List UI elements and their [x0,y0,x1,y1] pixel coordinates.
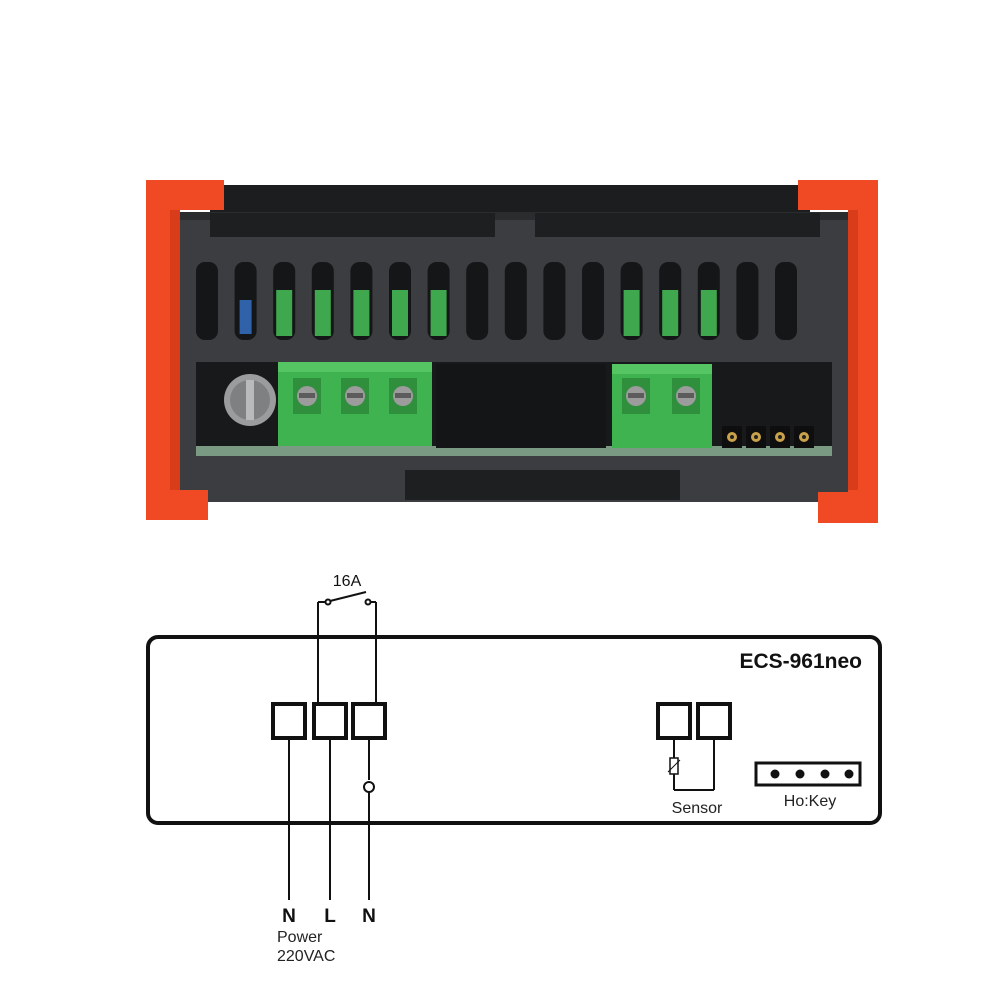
vent-slot-green [623,290,640,336]
header-pin-hole [802,435,806,439]
vent-slot-green [700,290,717,336]
vent-slot [582,262,604,340]
terminal-label-l: L [324,906,336,927]
thermistor-symbol [667,738,715,791]
vent-slot-green [392,290,408,336]
vent-slot [196,262,218,340]
vent-slots [196,262,797,340]
mount-clip-left [146,180,224,520]
sensor-terminal-1 [656,702,692,740]
sensor-terminal-2 [696,702,732,740]
mount-clip-right [798,180,878,523]
header-pin-hole [730,435,734,439]
controller-rear-photo [146,180,878,523]
terminal-screw-slot [678,393,694,398]
sensor-label: Sensor [672,800,723,817]
relay-rating-label: 16A [333,573,362,590]
header-pins [722,426,814,448]
wiring-diagram [146,591,882,900]
terminal-2 [312,702,348,740]
vent-slot-green [276,290,293,336]
header-pin-hole [754,435,758,439]
terminal-screw-slot [628,393,644,398]
power-terminal-block [278,362,432,446]
controller-outline [146,635,882,825]
housing-body [168,212,860,502]
key-header [754,761,862,787]
terminal-screw-slot [299,393,315,398]
sensor-terminal-block [612,364,712,448]
vent-slot-green [662,290,679,336]
header-pin-hole [778,435,782,439]
vent-slot [504,262,527,340]
vent-slot [543,262,566,340]
terminal-screw-slot [395,393,411,398]
relay-contact-symbol [317,591,377,704]
vent-slot-green [353,290,370,336]
terminal-label-n-right: N [362,906,376,927]
vent-slot [775,262,797,340]
key-header-pins [770,769,854,779]
vent-slot [736,262,759,340]
vent-slot-green [314,290,331,336]
terminal-3 [351,702,387,740]
terminal-1 [271,702,307,740]
terminal-screw-slot [347,393,363,398]
vent-slot-green [430,290,447,336]
voltage-label: 220VAC [277,948,335,965]
vent-slot-blue [239,300,252,334]
vent-slot [466,262,489,340]
terminal-label-n-left: N [282,906,296,927]
model-label: ECS-961neo [739,650,862,673]
key-label: Ho:Key [784,793,836,810]
power-label: Power [277,929,323,946]
